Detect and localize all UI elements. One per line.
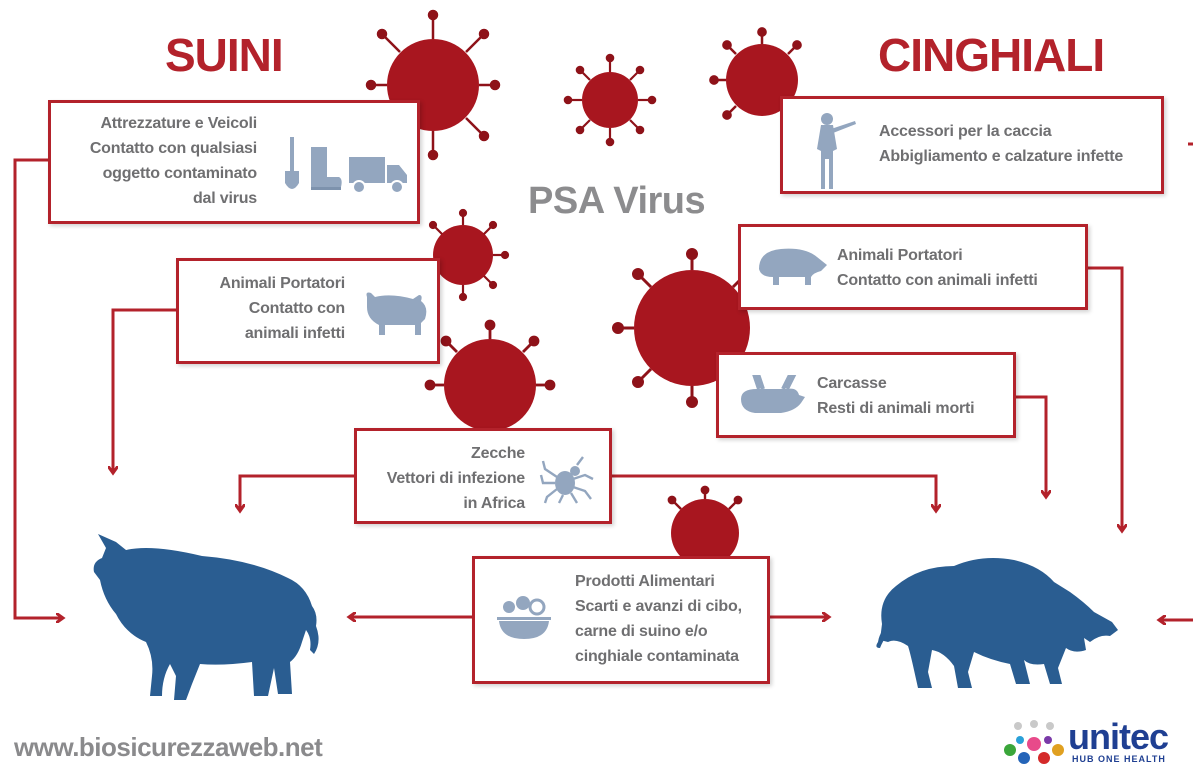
website-url[interactable]: www.biosicurezzaweb.net <box>14 732 323 762</box>
virus-icon-center-left <box>424 319 556 431</box>
pig-small-icon <box>366 292 427 335</box>
carriers-left-line: Contatto con <box>248 300 345 317</box>
food-text: Prodotti Alimentari Scarti e avanzi di c… <box>575 569 771 669</box>
truck-icon <box>349 157 407 194</box>
equipment-line: oggetto contaminato <box>102 165 258 182</box>
pig-silhouette <box>93 534 319 700</box>
ticks-title: Zecche <box>471 445 525 462</box>
equipment-text: Attrezzature e Veicoli Contatto con qual… <box>37 111 257 211</box>
center-title: PSA Virus <box>528 180 706 222</box>
carcasses-line: Resti di animali morti <box>817 400 975 417</box>
shovel-icon <box>285 137 299 189</box>
carriers-right-title: Animali Portatori <box>837 247 963 264</box>
box-equipment: Attrezzature e Veicoli Contatto con qual… <box>48 100 420 224</box>
virus-icon-bottom <box>667 485 743 567</box>
box-carriers-left: Animali Portatori Contatto con animali i… <box>176 258 440 364</box>
virus-icon-mid-left <box>428 208 510 302</box>
ticks-line: in Africa <box>463 495 525 512</box>
unitec-logo-icon <box>1004 720 1064 764</box>
box-hunting: Accessori per la caccia Abbigliamento e … <box>780 96 1164 194</box>
arrow-equipment-to-pig <box>13 158 62 618</box>
equipment-line: dal virus <box>192 190 257 207</box>
carriers-left-line: animali infetti <box>244 325 345 342</box>
food-bowl-icon <box>497 596 551 639</box>
box-food: Prodotti Alimentari Scarti e avanzi di c… <box>472 556 770 684</box>
arrow-carriers-right-to-boar <box>1086 266 1122 530</box>
carriers-right-line: Contatto con animali infetti <box>837 272 1038 289</box>
heading-cinghiali: CINGHIALI <box>878 29 1105 81</box>
food-line: carne di suino e/o <box>575 623 708 640</box>
carriers-right-text: Animali Portatori Contatto con animali i… <box>837 243 1087 293</box>
ticks-line: Vettori di infezione <box>386 470 525 487</box>
food-line: cinghiale contaminata <box>575 648 739 665</box>
ticks-text: Zecche Vettori di infezione in Africa <box>355 441 525 516</box>
hunting-line: Abbigliamento e calzature infette <box>879 148 1124 165</box>
unitec-logo-tagline: HUB ONE HEALTH <box>1072 754 1166 764</box>
heading-suini: SUINI <box>165 29 284 81</box>
box-carcasses: Carcasse Resti di animali morti <box>716 352 1016 438</box>
arrow-ticks-to-boar <box>610 474 936 510</box>
boar-silhouette <box>876 558 1118 688</box>
boar-small-icon <box>759 248 827 285</box>
carriers-left-title: Animali Portatori <box>219 275 345 292</box>
tick-icon <box>539 456 594 504</box>
hunting-title: Accessori per la caccia <box>879 123 1052 140</box>
dead-pig-icon <box>741 375 805 413</box>
food-title: Prodotti Alimentari <box>575 573 715 590</box>
hunting-text: Accessori per la caccia Abbigliamento e … <box>879 119 1169 169</box>
virus-icon-top-center <box>563 53 657 147</box>
unitec-logo-name: unitec <box>1068 716 1169 757</box>
hunter-icon <box>817 113 856 189</box>
box-carriers-right: Animali Portatori Contatto con animali i… <box>738 224 1088 310</box>
arrow-ticks-to-pig <box>240 474 357 510</box>
carcasses-title: Carcasse <box>817 375 887 392</box>
equipment-title: Attrezzature e Veicoli <box>100 115 257 132</box>
equipment-line: Contatto con qualsiasi <box>89 140 257 157</box>
boot-icon <box>311 147 342 190</box>
food-line: Scarti e avanzi di cibo, <box>575 598 742 615</box>
carriers-left-text: Animali Portatori Contatto con animali i… <box>175 271 345 346</box>
carcasses-text: Carcasse Resti di animali morti <box>817 371 1017 421</box>
virus-icon-center-right <box>612 248 752 408</box>
box-ticks: Zecche Vettori di infezione in Africa <box>354 428 612 524</box>
arrow-carcasses-to-boar <box>1015 395 1046 496</box>
arrow-carriers-left-to-pig <box>113 308 178 472</box>
